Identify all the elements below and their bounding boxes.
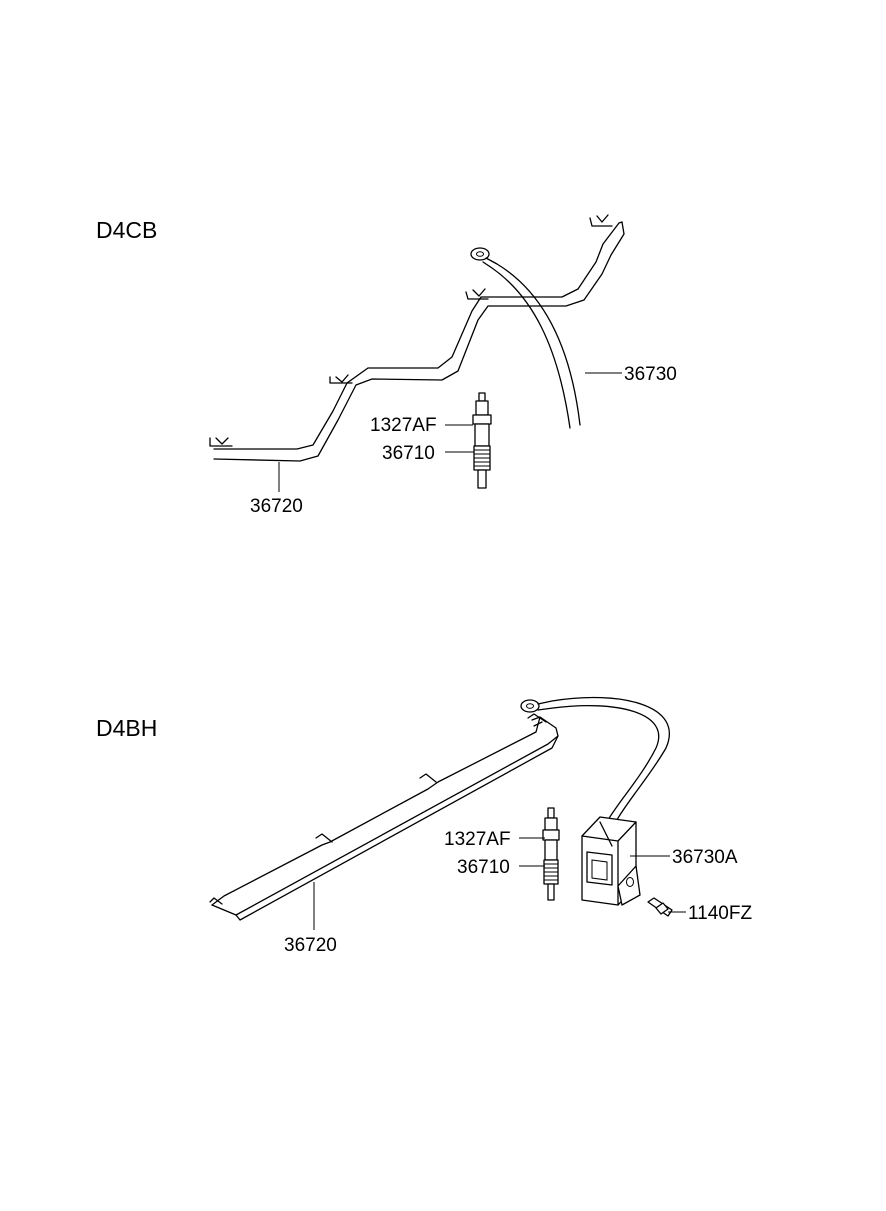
d4bh-label-36710: 36710 (457, 857, 510, 878)
d4cb-label-36720: 36720 (250, 496, 303, 517)
d4bh-harness-cable (520, 696, 670, 824)
d4bh-label-36730a: 36730A (672, 847, 738, 868)
d4bh-relay-drawing (581, 816, 641, 906)
section-title-d4bh: D4BH (96, 715, 158, 741)
d4bh-glow-plug-drawing (542, 807, 560, 901)
d4cb-glow-plate (209, 214, 625, 462)
d4bh-glow-plate (209, 713, 559, 921)
d4cb-label-36710: 36710 (382, 443, 435, 464)
d4bh-label-1327af: 1327AF (444, 829, 511, 850)
d4cb-harness-cable (470, 247, 581, 429)
d4cb-glow-plug-drawing (472, 392, 492, 489)
d4cb-label-1327af: 1327AF (370, 415, 437, 436)
d4bh-label-36720: 36720 (284, 935, 337, 956)
section-title-d4cb: D4CB (96, 217, 158, 243)
d4cb-label-36730: 36730 (624, 364, 677, 385)
d4bh-bolt-drawing (647, 897, 673, 917)
d4bh-label-1140fz: 1140FZ (688, 903, 753, 924)
